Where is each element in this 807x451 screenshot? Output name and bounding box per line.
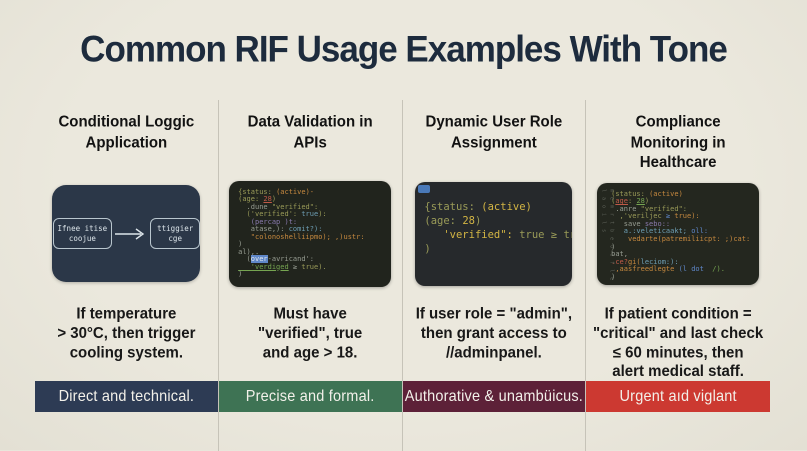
column-compliance: Compliance Monitoring in Healthcare m e … [586,100,770,451]
code-snippet-card: m e m r t b e o c f l e l a o i l s (sta… [597,182,760,285]
diagram-box-trigger: ttiggier cge [150,217,201,250]
flow-diagram-card: Ifnee itise coojue ttiggier cge [52,185,201,282]
columns-container: Conditional Loggic Application Ifnee iti… [35,100,770,451]
tone-bar: Authorative & unambüicus. [402,381,586,412]
card-zone: Ifnee itise coojue ttiggier cge [35,175,218,292]
column-user-role: Dynamic User Role Assignment {status: (a… [402,100,587,451]
code-snippet-card: {status: (active)(age: 28) 'verified": t… [415,181,573,286]
card-zone: m e m r t b e o c f l e l a o i l s (sta… [586,175,770,292]
description-zone: Must have "verified", true and age > 18. [219,292,402,381]
column-description: If temperature > 30°C, then trigger cool… [57,305,196,362]
description-zone: If user role = "admin", then grant acces… [403,292,586,381]
column-description: If patient condition = "critical" and la… [593,305,764,381]
diagram-box-condition: Ifnee itise coojue [52,217,113,250]
card-zone: {status: (active)(age: 28) 'verified": t… [403,175,586,292]
tone-label: Precise and formal. [245,388,375,405]
page-title: Common RIF Usage Examples With Tone [80,29,728,70]
tone-label: Urgent aıd viglant [619,388,737,405]
column-heading: Data Validation in APIs [247,113,373,152]
card-zone: {status: (active)-(age: 28) .dune "verif… [219,175,402,292]
tone-label: Authorative & unambüicus. [404,388,584,405]
tone-bar: Direct and technical. [35,381,218,412]
column-description: Must have "verified", true and age > 18. [257,305,363,362]
arrow-right-icon [115,227,145,240]
title-zone: Common RIF Usage Examples With Tone [0,0,807,100]
side-vertical-text: m e m r t b e o c f l e l a o i l s [600,188,615,281]
code-snippet-card: {status: (active)-(age: 28) .dune "verif… [229,180,392,287]
column-heading: Compliance Monitoring in Healthcare [630,113,726,172]
column-description: If user role = "admin", then grant acces… [415,305,573,362]
tone-bar: Precise and formal. [218,381,402,412]
column-heading: Conditional Loggic Application [58,113,195,152]
column-data-validation: Data Validation in APIs {status: (active… [218,100,403,451]
column-heading: Dynamic User Role Assignment [425,113,563,152]
window-chip-icon [418,184,431,193]
description-zone: If temperature > 30°C, then trigger cool… [35,292,218,381]
tone-bar: Urgent aıd viglant [586,381,770,412]
tone-label: Direct and technical. [58,388,195,405]
column-conditional-logic: Conditional Loggic Application Ifnee iti… [35,100,219,451]
description-zone: If patient condition = "critical" and la… [586,292,770,381]
